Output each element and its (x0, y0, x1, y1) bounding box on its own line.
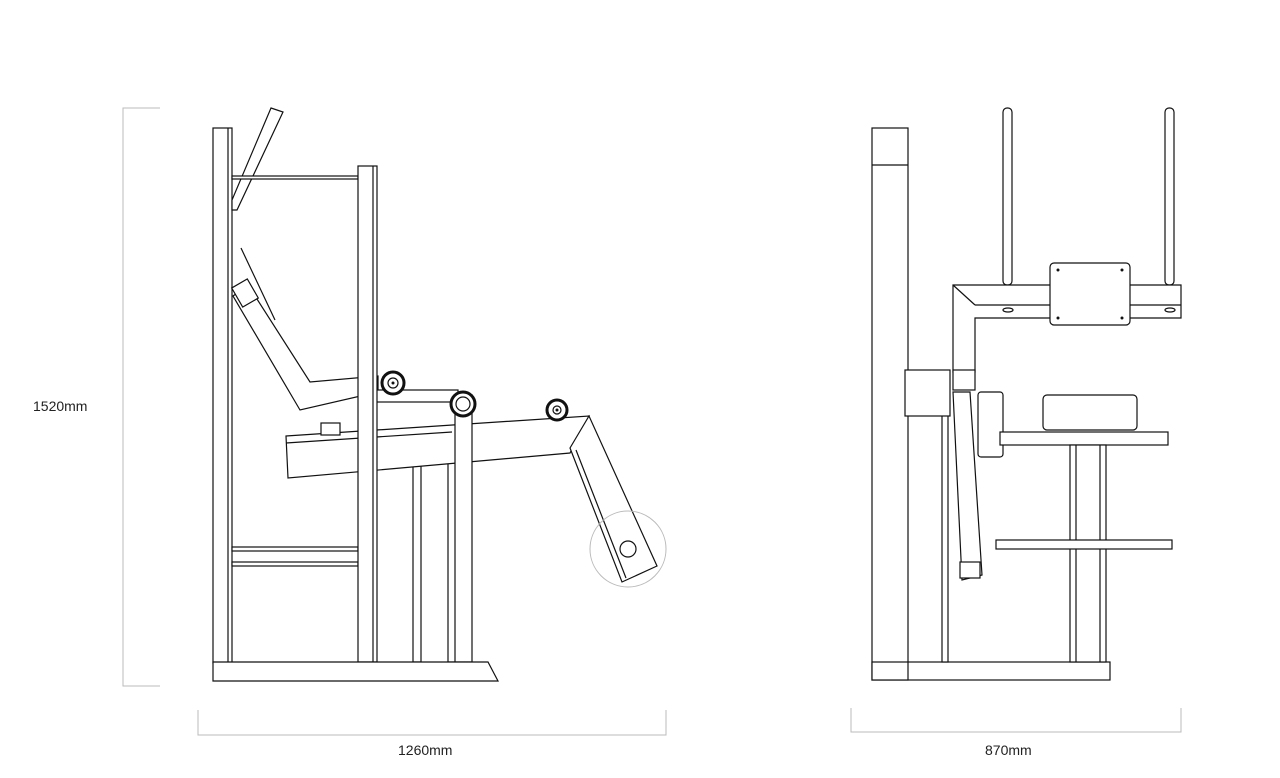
roller-2 (449, 390, 477, 418)
inner-post (941, 414, 949, 663)
pivot-block (904, 369, 951, 417)
top-crossbar (231, 175, 359, 180)
leg-pad (952, 391, 983, 581)
seat-pad (1042, 394, 1138, 431)
depth-dimension-line (197, 710, 667, 736)
backrest (232, 284, 379, 411)
pad-end (959, 561, 981, 579)
main-post (871, 127, 909, 681)
beam-block (320, 422, 341, 436)
roller-3 (545, 398, 569, 422)
ankle-pad-hole (619, 540, 637, 558)
right-handle (1164, 107, 1175, 286)
height-dimension-line (122, 107, 160, 687)
roller-housing (977, 391, 1004, 458)
support-post (412, 454, 422, 663)
leg-arm (569, 414, 658, 583)
backrest-bracket (230, 278, 260, 308)
lower-foot-bar (995, 539, 1173, 550)
upper-foot-bar (999, 431, 1169, 446)
rear-post (212, 127, 233, 664)
pivot-post (454, 394, 473, 663)
height-dimension-label: 1520mm (33, 398, 88, 414)
roller-1 (380, 370, 406, 396)
width-dimension-label: 870mm (985, 742, 1032, 758)
front-view (871, 107, 1182, 681)
depth-dimension-label: 1260mm (398, 742, 453, 758)
mount-plate (1049, 262, 1131, 326)
side-view (212, 107, 667, 682)
top-diagonal-bar (231, 107, 284, 211)
width-dimension-line (850, 708, 1182, 733)
lower-crossbar-1 (231, 546, 359, 552)
lower-crossbar-2 (231, 561, 359, 567)
pivot-cap (952, 369, 976, 391)
left-handle (1002, 107, 1013, 286)
ankle-pad-circle (589, 510, 667, 588)
base-frame (212, 661, 499, 682)
base-frame (871, 661, 1111, 681)
front-post (357, 165, 378, 663)
